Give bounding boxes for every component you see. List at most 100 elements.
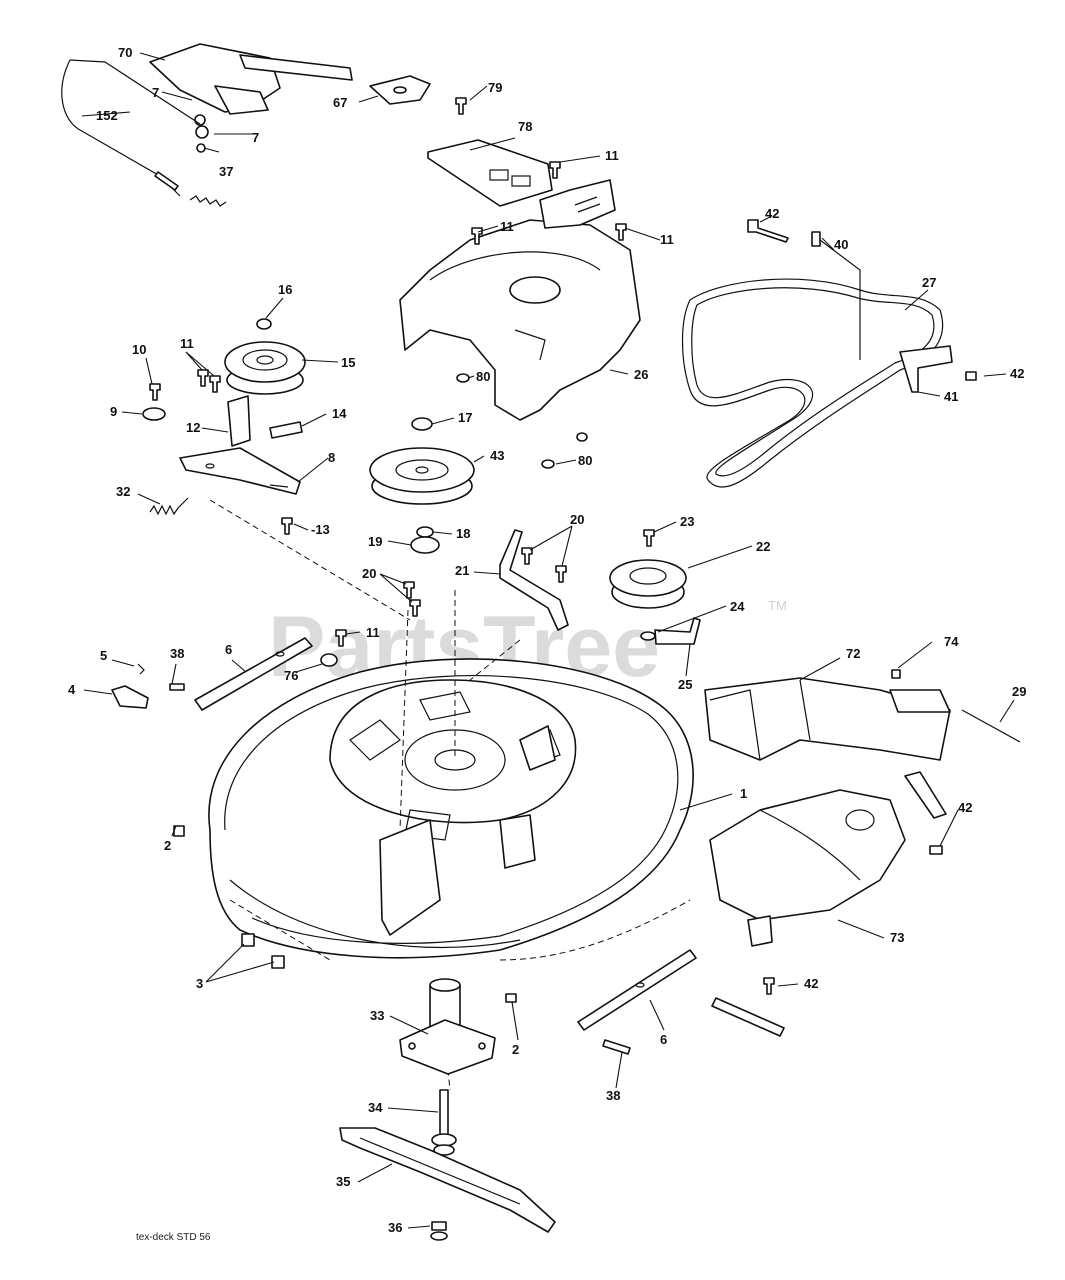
main-pulley-43 (369, 447, 475, 505)
callout-7: 7 (152, 85, 159, 100)
callout-6: 6 (660, 1032, 667, 1047)
callout-5: 5 (100, 648, 107, 663)
callout-80: 80 (476, 369, 490, 384)
callout-12: 12 (186, 420, 200, 435)
callout-11: 11 (660, 232, 674, 247)
callout-78: 78 (518, 119, 532, 134)
callout-72: 72 (846, 646, 860, 661)
callout-32: 32 (116, 484, 130, 499)
idler-arm-8 (179, 447, 301, 495)
spacer-18-19 (410, 526, 440, 554)
callout-25: 25 (678, 677, 692, 692)
mower-deck-1 (208, 499, 694, 959)
callout-16: 16 (278, 282, 292, 297)
bracket-67 (369, 75, 431, 105)
callout-6: 6 (225, 642, 232, 657)
bolts-42-upper (747, 219, 977, 381)
bolts-10-11 (142, 369, 221, 421)
callout-33: 33 (370, 1008, 384, 1023)
idler-pulley-22 (609, 529, 701, 645)
clip-14 (269, 421, 303, 439)
callout-42: 42 (765, 206, 779, 221)
bolt-79 (455, 97, 467, 115)
cover-plate-78 (427, 139, 553, 207)
callout-67: 67 (333, 95, 347, 110)
callout-37: 37 (219, 164, 233, 179)
callout-42: 42 (1010, 366, 1024, 381)
bolt-13 (281, 517, 293, 535)
callout-4: 4 (68, 682, 76, 697)
spindle-shaft-34 (431, 1089, 457, 1156)
callout-14: 14 (332, 406, 347, 421)
callout-11: 11 (180, 336, 194, 351)
callout-19: 19 (368, 534, 382, 549)
callout-70: 70 (118, 45, 132, 60)
callout-15: 15 (341, 355, 355, 370)
callout-2: 2 (164, 838, 171, 853)
callout-152: 152 (96, 108, 118, 123)
callout-17: 17 (458, 410, 472, 425)
callout-34: 34 (368, 1100, 383, 1115)
bolt-36 (430, 1221, 448, 1241)
callout-80: 80 (578, 453, 592, 468)
callout-18: 18 (456, 526, 470, 541)
cable-152 (61, 59, 227, 207)
callout-labels: 70 7 7 152 37 67 79 78 11 11 11 42 40 27… (68, 45, 1026, 1235)
callout-40: 40 (834, 237, 848, 252)
callout-74: 74 (944, 634, 959, 649)
callout-10: 10 (132, 342, 146, 357)
callout-42: 42 (804, 976, 818, 991)
callout-11: 11 (366, 625, 380, 640)
deck-hardware-2-3 (173, 825, 517, 1003)
callout-36: 36 (388, 1220, 402, 1235)
callout-79: 79 (488, 80, 502, 95)
drive-belt-27 (681, 278, 944, 488)
callout-2: 2 (512, 1042, 519, 1057)
lift-link-6 (577, 949, 697, 1055)
callout-43: 43 (490, 448, 504, 463)
pin-74-rod-29 (891, 669, 1021, 743)
spindle-33 (399, 978, 496, 1075)
callout-73: 73 (890, 930, 904, 945)
callout-3: 3 (196, 976, 203, 991)
callout-23: 23 (680, 514, 694, 529)
blade-35 (339, 1127, 556, 1233)
belt-guide-41 (811, 231, 953, 393)
callout-13: -13 (311, 522, 330, 537)
callout-1: 1 (740, 786, 747, 801)
bolts-42-lower (711, 845, 943, 1037)
callout-24: 24 (730, 599, 745, 614)
callout-20: 20 (570, 512, 584, 527)
watermark-tm: TM (768, 598, 787, 613)
callout-9: 9 (110, 404, 117, 419)
callout-35: 35 (336, 1174, 350, 1189)
callout-38: 38 (606, 1088, 620, 1103)
callout-42: 42 (958, 800, 972, 815)
callout-7: 7 (252, 130, 259, 145)
deflector-73 (709, 771, 947, 947)
lift-lever-assembly (149, 43, 353, 153)
idler-pulley-15 (224, 318, 306, 395)
callout-41: 41 (944, 389, 958, 404)
callout-22: 22 (756, 539, 770, 554)
callout-8: 8 (328, 450, 335, 465)
belt-shield-26 (399, 179, 641, 421)
callout-20: 20 (362, 566, 376, 581)
callout-29: 29 (1012, 684, 1026, 699)
callout-11: 11 (605, 148, 619, 163)
leader-lines (81, 52, 1015, 1229)
spring-32 (149, 497, 189, 516)
callout-27: 27 (922, 275, 936, 290)
idler-bracket-12 (227, 395, 251, 447)
callout-76: 76 (284, 668, 298, 683)
callout-38: 38 (170, 646, 184, 661)
diagram-code: tex-deck STD 56 (136, 1232, 211, 1243)
left-hardware (111, 637, 313, 711)
bracket-21 (499, 529, 569, 631)
callout-21: 21 (455, 563, 469, 578)
discharge-chute-72 (704, 677, 951, 761)
nut-17 (411, 417, 433, 431)
callout-11: 11 (500, 219, 514, 234)
